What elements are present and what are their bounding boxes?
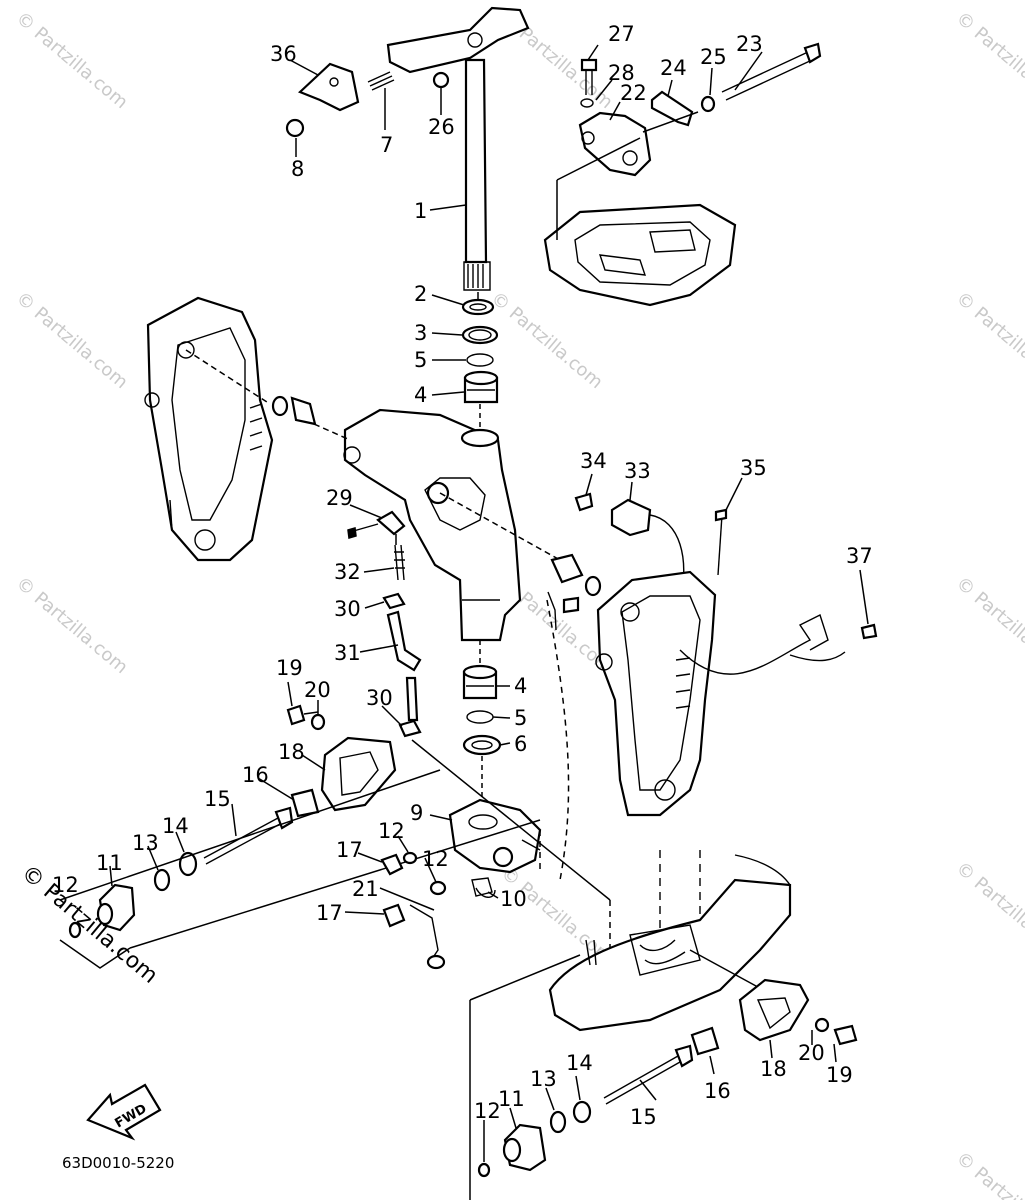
callout-5-lower: 5 (514, 706, 527, 730)
callout-13-lower: 13 (530, 1067, 557, 1091)
watermarks: © Partzilla.com © Partzilla.com © Partzi… (12, 8, 1025, 1200)
callout-34: 34 (580, 449, 607, 473)
callout-1: 1 (414, 199, 427, 223)
callout-18-upper: 18 (278, 740, 305, 764)
callout-30-lower: 30 (366, 686, 393, 710)
watermark: © Partzilla.com (952, 8, 1025, 113)
callout-23: 23 (736, 32, 763, 56)
callout-10: 10 (500, 887, 527, 911)
watermark: © Partzilla.com (952, 288, 1025, 393)
callout-35: 35 (740, 456, 767, 480)
diagram-code: 63D0010-5220 (62, 1154, 174, 1172)
clamp-bracket-left (144, 296, 317, 562)
swivel-bracket (313, 408, 561, 665)
steering-yoke (411, 739, 611, 901)
watermark: © Partzilla.com (952, 573, 1025, 678)
callout-32: 32 (334, 560, 361, 584)
callout-leaders (109, 44, 869, 1162)
watermark: © Partzilla.com (487, 288, 607, 393)
callout-15-lower: 15 (630, 1105, 657, 1129)
callout-6: 6 (514, 732, 527, 756)
tilt-bushing-right (546, 553, 602, 881)
watermark: © Partzilla.com (12, 288, 132, 393)
watermark-dark: © Partzilla.com (16, 860, 162, 988)
callout-19-lower: 19 (826, 1063, 853, 1087)
left-mount-parts (59, 704, 541, 969)
callout-2: 2 (414, 282, 427, 306)
callout-7: 7 (380, 133, 393, 157)
callout-3: 3 (414, 321, 427, 345)
fwd-arrow-icon: FWD (86, 1083, 162, 1141)
callout-20-upper: 20 (304, 678, 331, 702)
callout-26: 26 (428, 115, 455, 139)
callout-14-lower: 14 (566, 1051, 593, 1075)
watermark: © Partzilla.com (12, 573, 132, 678)
upper-bushings (461, 292, 499, 428)
callout-27: 27 (608, 22, 635, 46)
callout-28: 28 (608, 61, 635, 85)
remote-control-bracket-assembly (543, 42, 822, 307)
callout-8: 8 (291, 157, 304, 181)
callout-17-lower: 17 (316, 901, 343, 925)
callout-13-upper: 13 (132, 831, 159, 855)
lower-case-and-mount (469, 830, 858, 1200)
callout-4-upper: 4 (414, 383, 427, 407)
callout-9: 9 (410, 801, 423, 825)
yoke-fasteners (380, 851, 496, 970)
callout-4-lower: 4 (514, 674, 527, 698)
callout-12-far-left: 12 (52, 873, 79, 897)
callout-22: 22 (620, 81, 647, 105)
callout-33: 33 (624, 459, 651, 483)
callout-31: 31 (334, 641, 361, 665)
callout-25: 25 (700, 45, 727, 69)
callout-16-lower: 16 (704, 1079, 731, 1103)
callout-29: 29 (326, 486, 353, 510)
callout-11-upper: 11 (96, 851, 123, 875)
bracket-36 (285, 62, 450, 138)
callout-15-upper: 15 (204, 787, 231, 811)
callout-30-upper: 30 (334, 597, 361, 621)
callout-12-center: 12 (422, 847, 449, 871)
callout-36: 36 (270, 42, 297, 66)
callout-24: 24 (660, 56, 687, 80)
callout-18-lower: 18 (760, 1057, 787, 1081)
callout-20-lower: 20 (798, 1041, 825, 1065)
callout-17-upper: 17 (336, 838, 363, 862)
clamp-bracket-right (595, 570, 846, 817)
callout-11-lower: 11 (498, 1087, 525, 1111)
watermark: © Partzilla.com (952, 858, 1025, 963)
watermark: © Partzilla.com (952, 1148, 1025, 1200)
callout-16-upper: 16 (242, 763, 269, 787)
watermark: © Partzilla.com (12, 8, 132, 113)
callout-21: 21 (352, 877, 379, 901)
lower-bushings (462, 664, 502, 820)
callout-5-upper: 5 (414, 348, 427, 372)
trim-sensor-parts (574, 492, 878, 640)
grease-nipple-parts (347, 510, 422, 738)
steering-shaft-assembly (386, 6, 530, 291)
callout-12-lower: 12 (474, 1099, 501, 1123)
callout-14-upper: 14 (162, 814, 189, 838)
callout-labels: 36 7 8 26 27 28 24 25 23 22 1 2 3 5 4 34… (52, 22, 873, 1129)
callout-12-upper-left: 12 (378, 819, 405, 843)
callout-37: 37 (846, 544, 873, 568)
callout-19-upper: 19 (276, 656, 303, 680)
